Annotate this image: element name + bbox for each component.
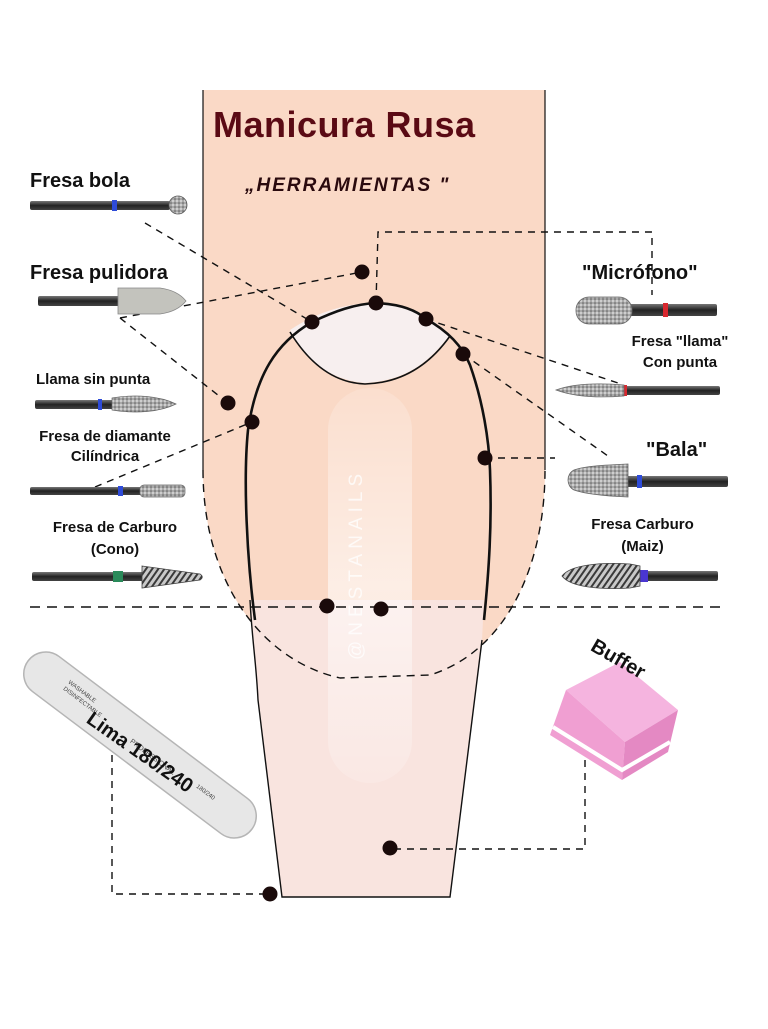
finger-tip-dashed <box>202 469 546 679</box>
label-carburo-cono-line2: (Cono) <box>90 541 140 558</box>
label-carburo-cono: Fresa de Carburo (Cono) <box>30 519 200 558</box>
dot <box>455 346 471 362</box>
label-bala: "Bala" <box>646 439 708 461</box>
cuticle-line <box>289 331 451 385</box>
dot <box>418 311 434 327</box>
label-fresa-bola: Fresa bola <box>30 170 131 192</box>
label-microfono: "Micrófono" <box>582 262 698 284</box>
label-diamante-line1: Fresa de diamante <box>39 428 171 445</box>
dot <box>368 295 384 311</box>
label-carburo-cono-line1: Fresa de Carburo <box>52 519 178 536</box>
diamante-cilindrica-bit <box>30 484 186 498</box>
connector-buffer <box>390 760 586 850</box>
label-diamante-line2: Cilíndrica <box>70 448 140 465</box>
dot <box>354 264 370 280</box>
llama-con-punta-bit <box>554 383 720 398</box>
page-title: Manicura Rusa <box>213 104 476 145</box>
fresa-pulidora-bit <box>38 287 187 315</box>
fresa-bola-bit <box>30 195 188 215</box>
bala-bit <box>567 463 728 498</box>
nail-outline <box>244 301 492 621</box>
connector-bala <box>462 353 609 457</box>
dot <box>319 598 335 614</box>
watermark-band <box>328 388 412 783</box>
cuticle-zone <box>290 303 450 383</box>
label-carburo-maiz: Fresa Carburo (Maiz) <box>570 516 715 555</box>
dot <box>477 450 493 466</box>
dot <box>382 840 398 856</box>
label-carburo-maiz-line2: (Maiz) <box>621 538 664 555</box>
carburo-cono-bit <box>32 565 203 589</box>
watermark-text: @NESTANAILS <box>346 469 367 660</box>
connector-fresa-pulidora-2 <box>119 317 229 404</box>
connector-fresa-bola <box>144 222 313 323</box>
dot <box>244 414 260 430</box>
connector-lines <box>94 222 653 895</box>
microfono-bit <box>575 296 717 325</box>
label-llama-line1: Fresa "llama" <box>631 333 729 350</box>
dot <box>304 314 320 330</box>
connector-diamante <box>94 421 253 488</box>
buffer-block <box>550 662 678 780</box>
dot <box>220 395 236 411</box>
label-carburo-maiz-line1: Fresa Carburo <box>591 516 694 533</box>
carburo-maiz-bit <box>561 563 718 589</box>
label-llama-con-punta: Fresa "llama" Con punta <box>610 333 750 371</box>
label-llama-line2: Con punta <box>642 354 718 371</box>
connector-microfono <box>375 231 653 304</box>
marker-dots <box>220 264 493 902</box>
nail-file: WASHABLE DISINFECTABLE PROFESSIONAL 180/… <box>23 651 257 839</box>
subtitle: „HERRAMIENTAS " <box>245 175 451 196</box>
dot <box>262 886 278 902</box>
llama-sin-punta-bit <box>35 395 177 413</box>
label-llama-sin-punta: Llama sin punta <box>36 371 151 388</box>
free-edge-outline <box>249 599 483 898</box>
label-diamante-cilindrica: Fresa de diamante Cilíndrica <box>20 428 190 465</box>
label-fresa-pulidora: Fresa pulidora <box>30 262 168 284</box>
dot <box>373 601 389 617</box>
